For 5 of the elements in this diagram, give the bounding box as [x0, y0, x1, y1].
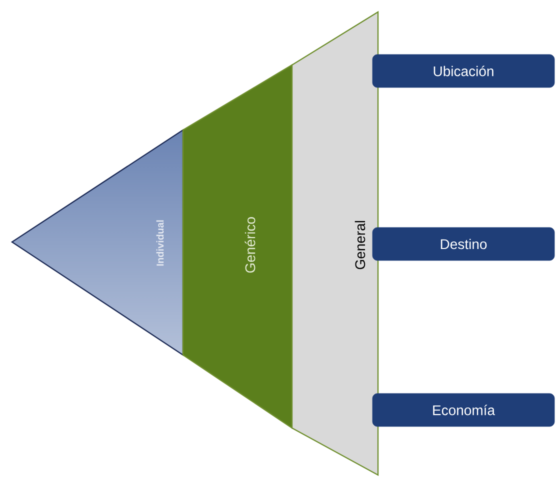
tab-label: Economía — [372, 393, 555, 427]
trapezoid-band: General — [291, 10, 379, 476]
tab-label: Destino — [372, 227, 555, 261]
trapezoid-band: Genérico — [182, 64, 293, 430]
tab-label: Ubicación — [372, 54, 555, 88]
